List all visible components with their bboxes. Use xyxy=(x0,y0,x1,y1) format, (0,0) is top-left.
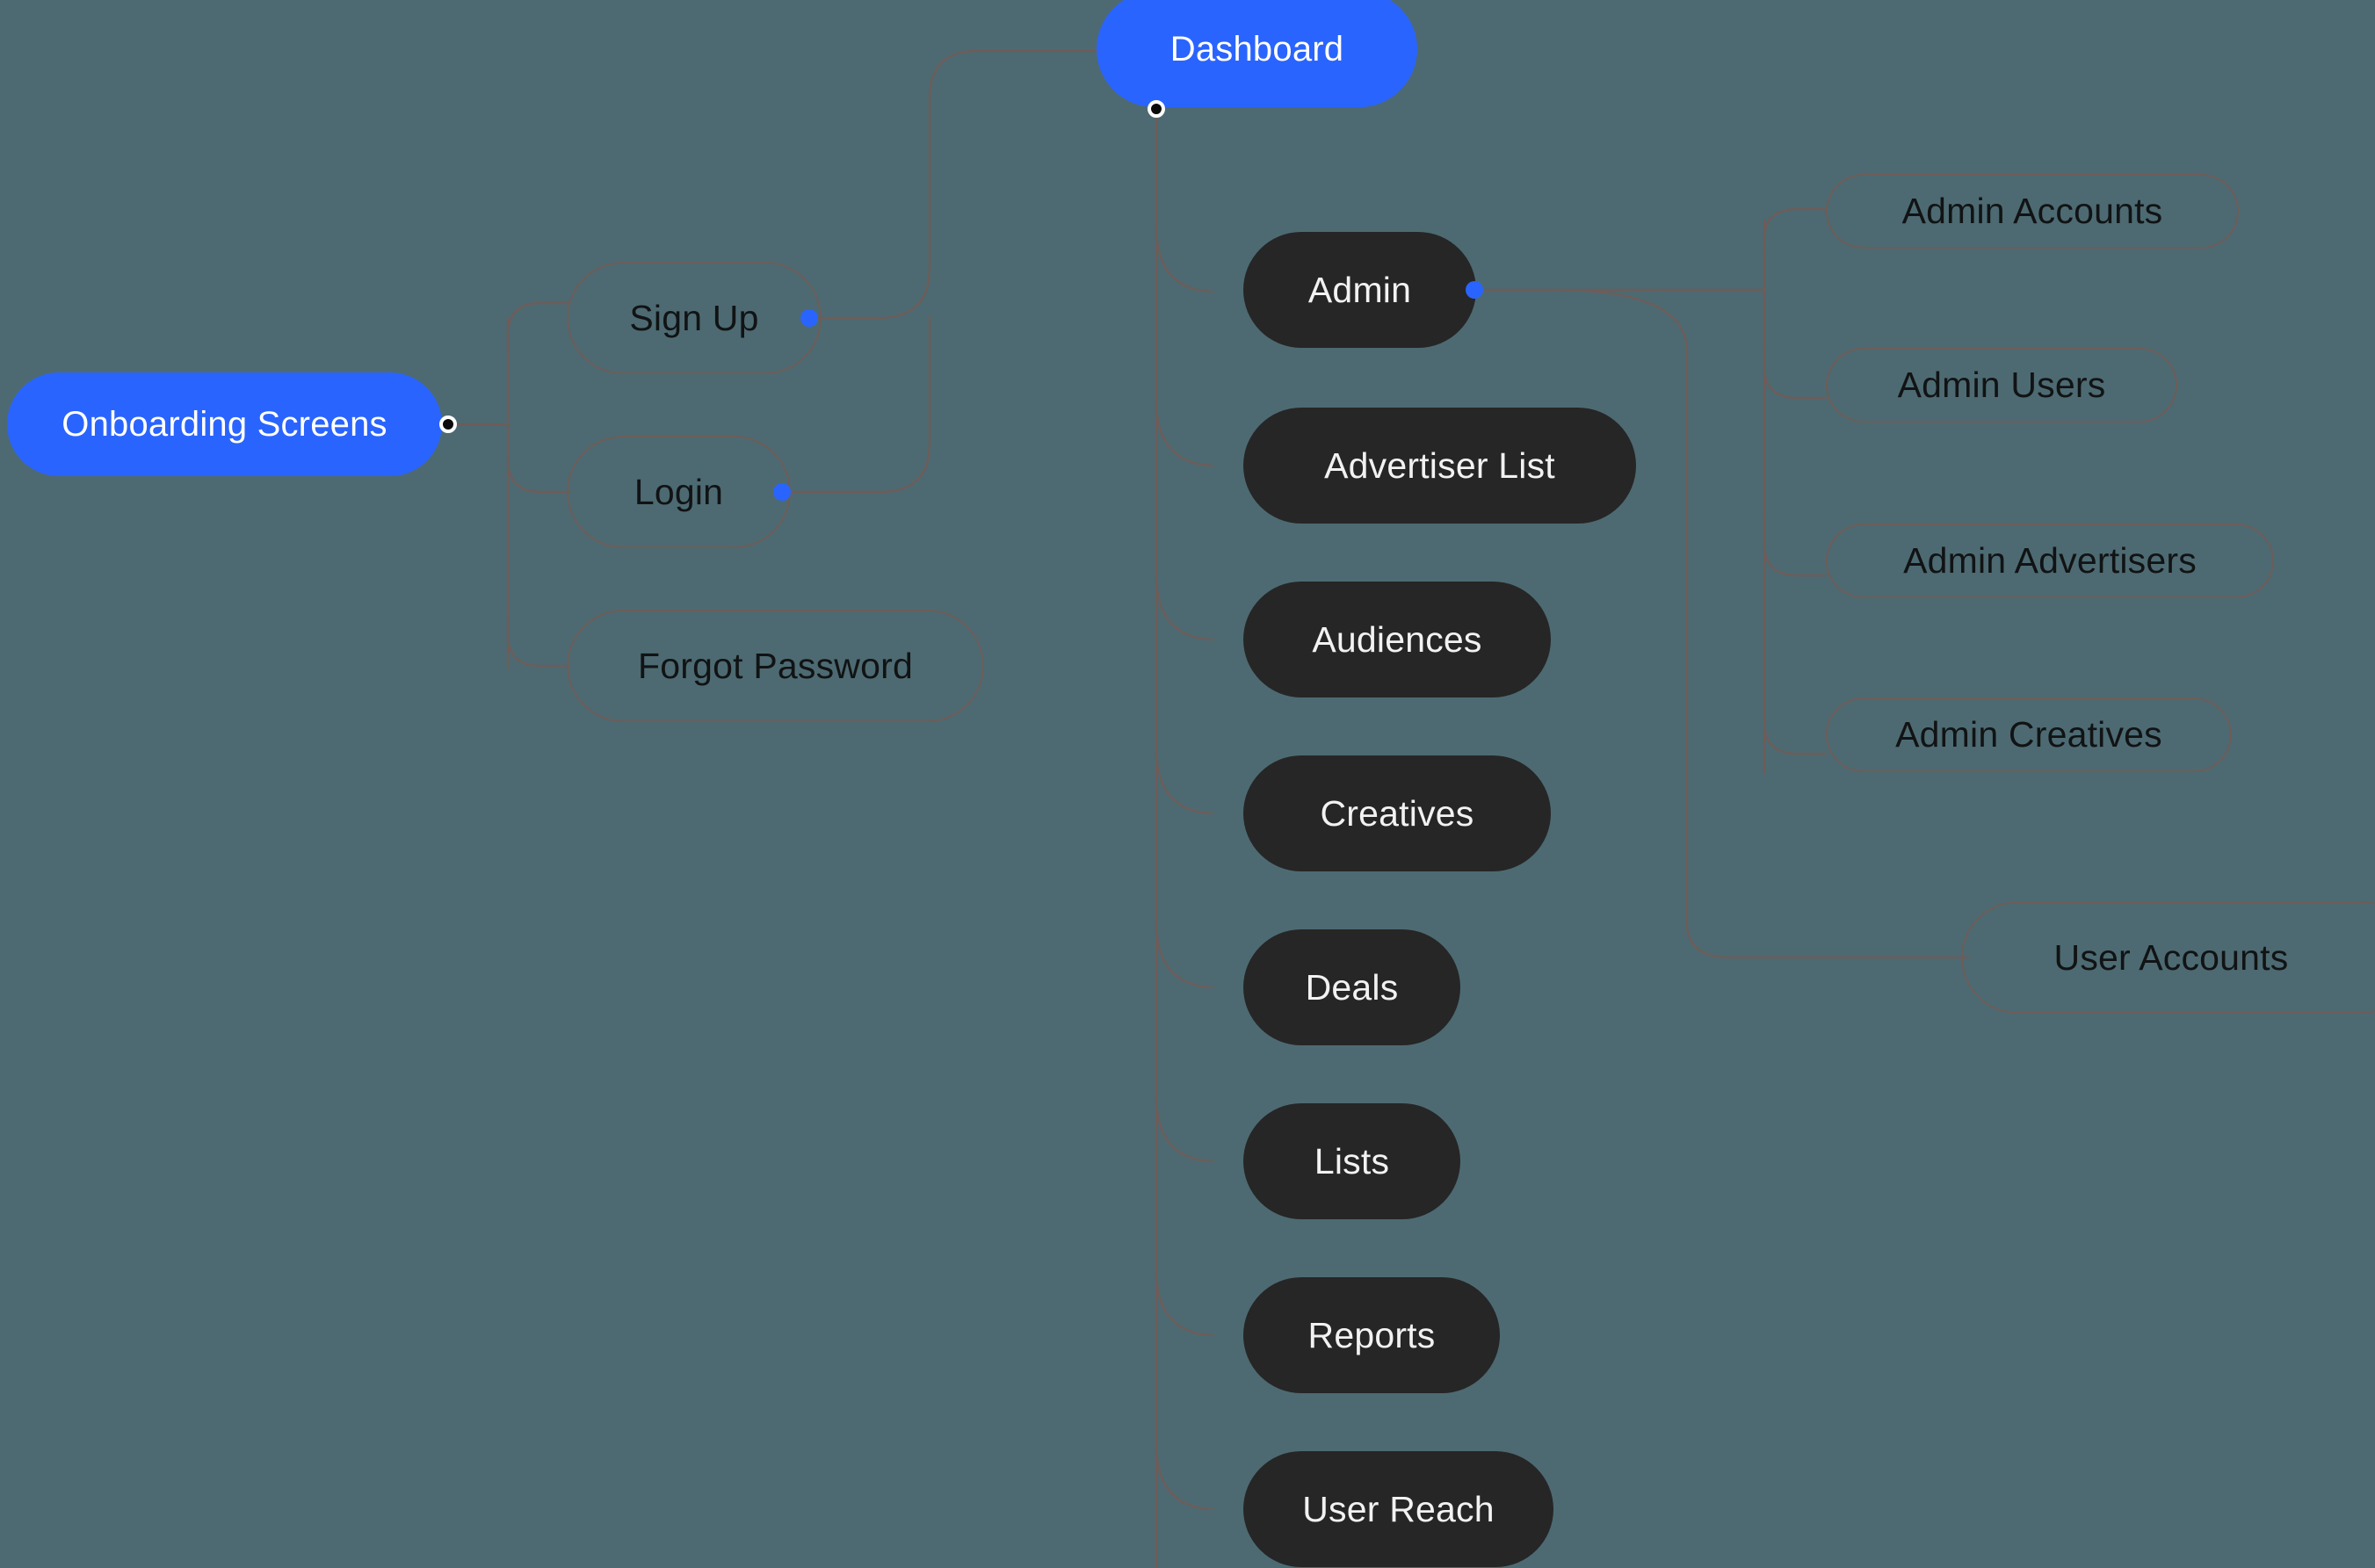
node-label: Admin Accounts xyxy=(1901,191,2163,231)
node-lists[interactable]: Lists xyxy=(1243,1103,1460,1219)
node-label: Admin Creatives xyxy=(1895,714,2162,755)
node-admin[interactable]: Admin xyxy=(1243,232,1476,348)
node-label: Onboarding Screens xyxy=(62,404,387,444)
node-label: Sign Up xyxy=(629,297,759,338)
edge-spine-admin-users xyxy=(1763,343,1828,400)
node-login[interactable]: Login xyxy=(567,436,791,548)
node-creatives[interactable]: Creatives xyxy=(1243,755,1551,871)
edge-trunk-signup xyxy=(506,301,571,353)
node-admin-users[interactable]: Admin Users xyxy=(1826,348,2177,423)
edge-trunk-admin xyxy=(1155,228,1214,293)
edge-spine-admin-advertisers xyxy=(1763,517,1828,577)
node-label: Advertiser List xyxy=(1324,444,1555,486)
node-label: Forgot Password xyxy=(638,645,913,686)
node-label: Creatives xyxy=(1320,792,1474,834)
node-audiences[interactable]: Audiences xyxy=(1243,582,1551,697)
edge-trunk-login xyxy=(506,455,571,494)
node-admin-accounts[interactable]: Admin Accounts xyxy=(1826,174,2239,249)
node-user-accounts[interactable]: User Accounts xyxy=(1961,901,2375,1014)
node-admin-creatives[interactable]: Admin Creatives xyxy=(1826,697,2232,772)
handle-onboarding-screens[interactable] xyxy=(439,415,457,433)
edge-trunk-creatives xyxy=(1155,750,1214,815)
node-admin-advertisers[interactable]: Admin Advertisers xyxy=(1826,524,2274,598)
node-dashboard[interactable]: Dashboard xyxy=(1097,0,1417,107)
node-label: Lists xyxy=(1314,1140,1390,1181)
handle-sign-up[interactable] xyxy=(800,309,818,327)
node-label: Reports xyxy=(1307,1314,1436,1355)
node-label: Admin xyxy=(1307,269,1412,310)
node-label: Deals xyxy=(1305,966,1399,1008)
edge-trunk-advertiser xyxy=(1155,402,1214,467)
handle-login[interactable] xyxy=(773,483,791,501)
node-label: User Accounts xyxy=(2053,936,2289,978)
node-label: Dashboard xyxy=(1169,29,1344,69)
edge-trunk-deals xyxy=(1155,924,1214,989)
node-label: Admin Users xyxy=(1897,365,2106,405)
edge-trunk-userreach xyxy=(1155,1446,1214,1511)
edge-trunk-reports xyxy=(1155,1272,1214,1337)
handle-admin[interactable] xyxy=(1466,281,1483,299)
handle-dashboard[interactable] xyxy=(1148,100,1165,118)
node-label: User Reach xyxy=(1302,1488,1495,1529)
node-sign-up[interactable]: Sign Up xyxy=(567,262,822,374)
node-label: Audiences xyxy=(1312,618,1482,660)
edge-signup-riser xyxy=(815,49,1116,320)
node-advertiser-list[interactable]: Advertiser List xyxy=(1243,408,1636,524)
node-onboarding-screens[interactable]: Onboarding Screens xyxy=(7,372,442,476)
node-forgot-password[interactable]: Forgot Password xyxy=(567,610,984,722)
node-user-reach[interactable]: User Reach xyxy=(1243,1451,1553,1567)
edge-trunk-forgot xyxy=(506,613,571,668)
edge-spine-admin-creatives xyxy=(1763,692,1828,755)
edge-trunk-lists xyxy=(1155,1098,1214,1163)
node-reports[interactable]: Reports xyxy=(1243,1277,1500,1393)
node-deals[interactable]: Deals xyxy=(1243,929,1460,1045)
edge-spine-admin-accounts xyxy=(1763,207,1828,257)
node-label: Admin Advertisers xyxy=(1903,540,2197,581)
edge-trunk-audiences xyxy=(1155,576,1214,641)
node-label: Login xyxy=(634,471,724,512)
